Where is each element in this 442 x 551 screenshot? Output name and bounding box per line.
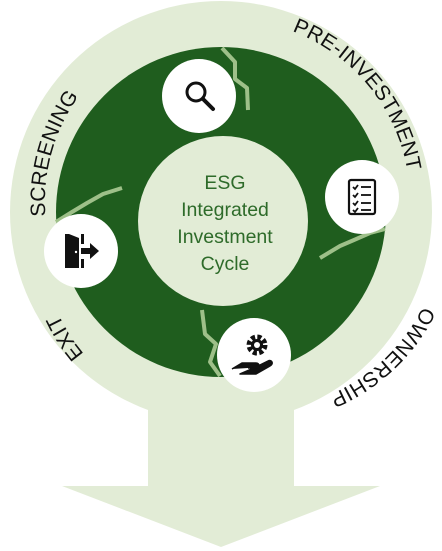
divider-right — [318, 227, 386, 260]
center-circle: ESG Integrated Investment Cycle — [138, 136, 308, 306]
divider-left — [54, 186, 123, 224]
divider-bottom — [200, 309, 222, 378]
checklist-icon — [325, 160, 399, 234]
gear-hand-icon — [217, 318, 291, 392]
center-line-2: Integrated — [181, 199, 269, 221]
divider-top — [220, 46, 250, 111]
exit-door-icon — [44, 214, 118, 288]
center-line-3: Investment — [177, 226, 273, 248]
center-line-1: ESG — [204, 172, 245, 194]
magnifier-icon — [162, 59, 236, 133]
center-line-4: Cycle — [201, 253, 250, 275]
